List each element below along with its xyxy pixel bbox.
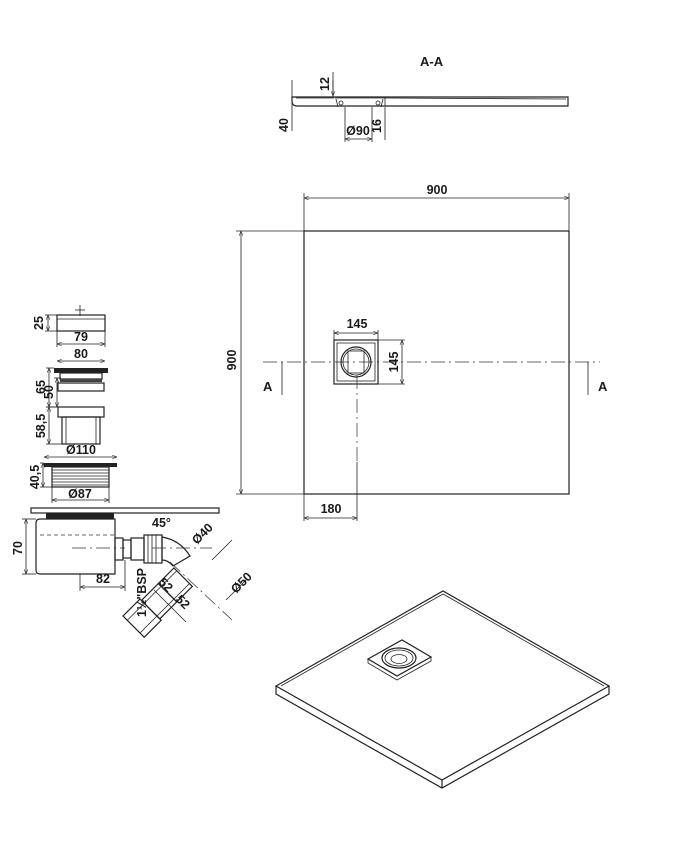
section-label: A-A [420,54,444,69]
dim-40-5: 40,5 [28,465,42,489]
dim-drain-145-w: 145 [347,317,368,331]
dim-40: 40 [277,118,291,132]
dim-45-deg: 45° [152,516,171,530]
dim-70: 70 [11,541,25,555]
dim-bsp: 1½"BSP [135,568,149,617]
dim-height-900: 900 [225,350,239,371]
dim-82: 82 [96,572,110,586]
ring-part: 65 50 [34,367,108,408]
nut-part: 40,5 Ø87 [28,462,117,503]
outlet-part: 45° Ø40 Ø50 52 52 1½"BSP [114,516,255,639]
grate-part: 25 79 80 [32,305,106,361]
dim-d110: Ø110 [66,443,96,457]
dim-80: 80 [74,347,88,361]
plan-view: 900 900 A A 145 145 [225,183,608,521]
dim-52-a: 52 [156,575,176,595]
dim-16: 16 [370,119,384,133]
tube-part: 58,5 Ø110 [34,406,117,457]
dim-d40: Ø40 [189,520,216,547]
siphon-drawing: 25 79 80 65 50 [11,305,255,639]
dim-79: 79 [74,330,88,344]
dim-offset-180: 180 [321,502,342,516]
dim-58-5: 58,5 [34,414,48,438]
dim-drain-145-h: 145 [387,352,401,373]
cut-label-left: A [263,379,273,394]
dim-50: 50 [42,385,56,399]
section-view: A-A 12 40 Ø90 16 [277,54,569,142]
dim-65: 65 [34,380,48,394]
cut-label-right: A [598,379,608,394]
dim-width-900: 900 [427,183,448,197]
dim-d87: Ø87 [68,487,92,501]
dim-d90: Ø90 [346,124,370,138]
body-part: 70 82 [11,507,220,591]
isometric-view [274,590,611,789]
dim-52-b: 52 [173,592,193,612]
dim-25: 25 [32,316,46,330]
dim-12: 12 [318,77,332,91]
dim-d50: Ø50 [228,569,255,596]
